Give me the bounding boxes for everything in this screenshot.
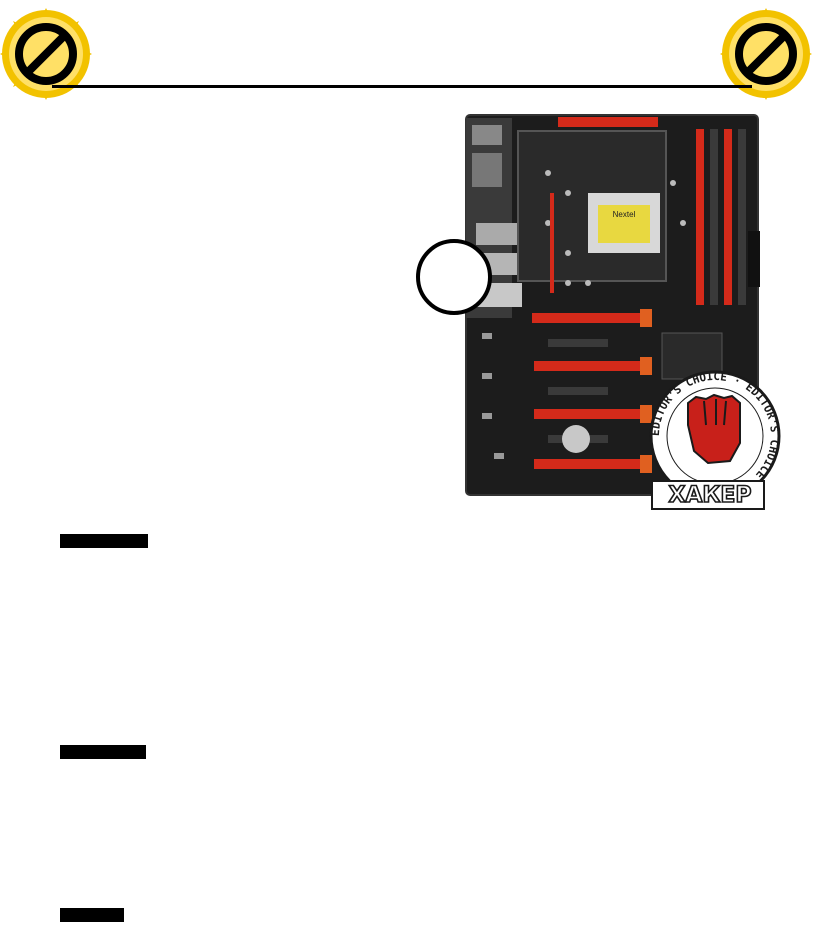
raised-fist-icon <box>687 393 741 465</box>
award-brand: ХАКЕР <box>668 483 751 508</box>
callout-circle <box>416 239 492 315</box>
product-image: Nextel <box>418 113 816 513</box>
section-label <box>60 908 124 922</box>
award-badge: EDITOR'S CHOICE · EDITOR'S CHOICE · ХАКЕ… <box>649 370 781 510</box>
header-rule <box>52 85 752 88</box>
prohibited-icon <box>720 8 812 100</box>
section-label <box>60 745 146 759</box>
section-label <box>60 534 148 548</box>
motherboard-icon: Nextel <box>465 114 781 510</box>
chip-label: Nextel <box>613 210 636 219</box>
left-badge <box>0 8 92 100</box>
right-badge <box>720 8 812 100</box>
prohibited-icon <box>0 8 92 100</box>
